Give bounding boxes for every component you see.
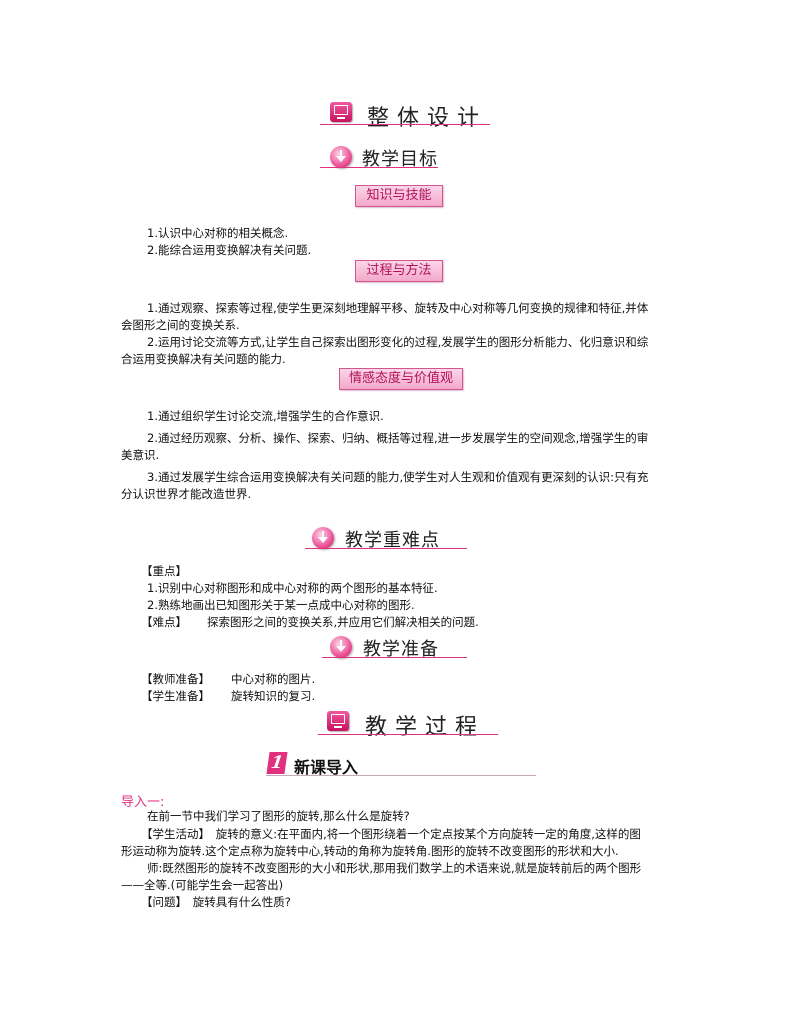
lesson-title: 新课导入 (294, 758, 359, 777)
lesson-line: 【学生活动】 旋转的意义:在平面内,将一个图形绕着一个定点按某个方向旋转一定的角… (141, 827, 641, 841)
down-arrow-circle-icon (312, 527, 334, 549)
heading-overall-design: 整体设计 (367, 106, 488, 131)
down-arrow-circle-icon (330, 636, 352, 658)
heading-rule (320, 167, 438, 168)
lesson-line: 在前一节中我们学习了图形的旋转,那么什么是旋转? (147, 809, 410, 823)
lesson-line: ——全等.(可能学生会一起答出) (121, 878, 284, 892)
attitude-line: 美意识. (121, 448, 160, 462)
heading-rule (320, 124, 490, 125)
lesson-line: 形运动称为旋转.这个定点称为旋转中心,转动的角称为旋转角.图形的旋转不改变图形的… (121, 844, 619, 858)
difficult-label: 【难点】 (141, 615, 187, 629)
monitor-icon (330, 102, 352, 122)
heading-rule (322, 657, 467, 658)
intro-label: 导入一: (121, 795, 165, 810)
key-point-line: 1.识别中心对称图形和成中心对称的两个图形的基本特征. (147, 581, 438, 595)
key-points-label: 【重点】 (141, 564, 187, 578)
heading-preparation: 教学准备 (363, 639, 439, 660)
process-line: 1.通过观察、探索等过程,使学生更深刻地理解平移、旋转及中心对称等几何变换的规律… (147, 301, 649, 315)
lesson-number-badge: 1 (266, 752, 288, 774)
tag-attitude-values: 情感态度与价值观 (339, 368, 463, 390)
knowledge-line: 1.认识中心对称的相关概念. (147, 226, 289, 240)
process-line: 会图形之间的变换关系. (121, 318, 240, 332)
heading-teaching-goals: 教学目标 (362, 149, 438, 170)
attitude-line: 3.通过发展学生综合运用变换解决有关问题的能力,使学生对人生观和价值观有更深刻的… (147, 470, 649, 484)
attitude-line: 2.通过经历观察、分析、操作、探索、归纳、概括等过程,进一步发展学生的空间观念,… (147, 431, 649, 445)
monitor-icon (327, 711, 349, 731)
tag-process-method: 过程与方法 (355, 260, 443, 282)
process-line: 2.运用讨论交流等方式,让学生自己探索出图形变化的过程,发展学生的图形分析能力、… (147, 335, 649, 349)
attitude-line: 1.通过组织学生讨论交流,增强学生的合作意识. (147, 409, 384, 423)
attitude-line: 分认识世界才能改造世界. (121, 487, 252, 501)
heading-rule (305, 548, 467, 549)
lesson-line: 师:既然图形的旋转不改变图形的大小和形状,那用我们数学上的术语来说,就是旋转前后… (147, 861, 642, 875)
process-line: 合运用变换解决有关问题的能力. (121, 352, 286, 366)
teacher-prep-text: 中心对称的图片. (231, 672, 316, 686)
teacher-prep-label: 【教师准备】 (141, 672, 210, 686)
knowledge-line: 2.能综合运用变换解决有关问题. (147, 243, 312, 257)
difficult-text: 探索图形之间的变换关系,并应用它们解决相关的问题. (207, 615, 479, 629)
heading-rule (318, 734, 498, 735)
heading-key-difficult: 教学重难点 (345, 530, 440, 551)
lesson-line: 【问题】 旋转具有什么性质? (141, 895, 291, 909)
student-prep-text: 旋转知识的复习. (231, 689, 316, 703)
key-point-line: 2.熟练地画出已知图形关于某一点成中心对称的图形. (147, 598, 415, 612)
heading-process: 教学过程 (365, 715, 486, 740)
down-arrow-circle-icon (330, 146, 352, 168)
student-prep-label: 【学生准备】 (141, 689, 210, 703)
lesson-rule (266, 775, 536, 776)
tag-knowledge-skills: 知识与技能 (355, 185, 443, 207)
